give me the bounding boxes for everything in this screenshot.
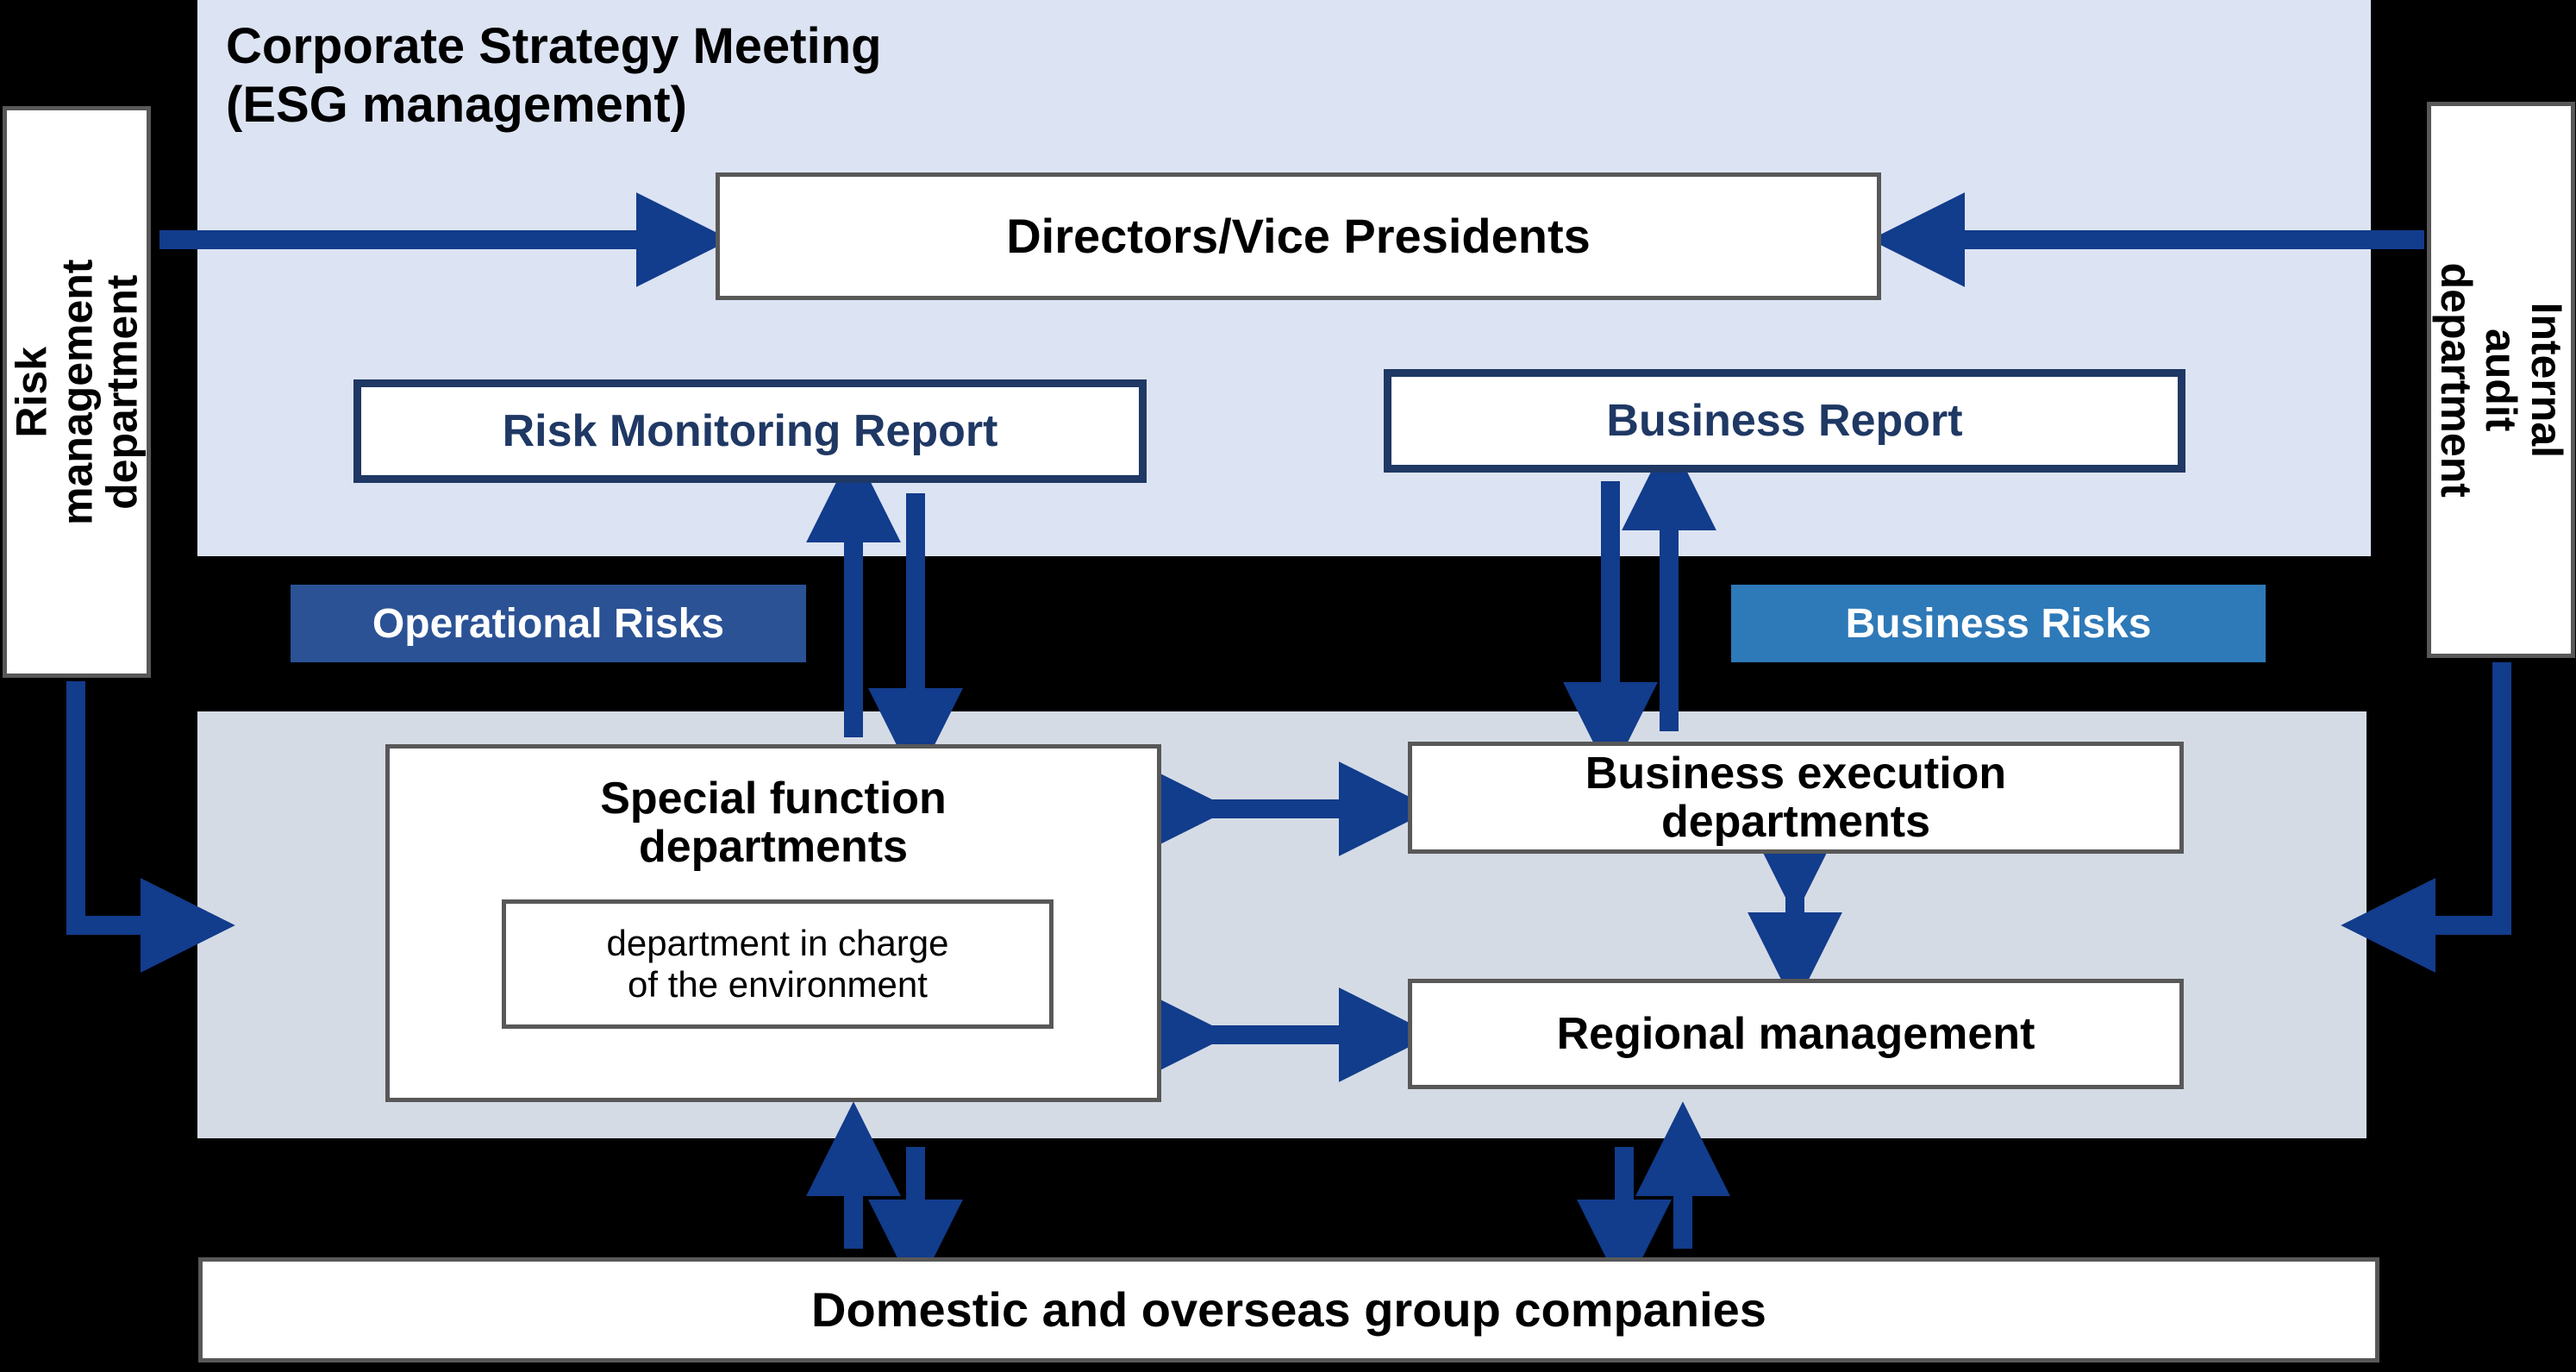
box-internal-audit-department[interactable]: Internal audit department — [2427, 102, 2575, 658]
arrow-audit-to-execution — [2341, 662, 2511, 973]
page-title: Corporate Strategy Meeting (ESG manageme… — [226, 18, 882, 134]
box-environment-department[interactable]: department in charge of the environment — [502, 899, 1054, 1029]
special-function-departments-label: Special function departments — [600, 774, 947, 873]
box-risk-management-department[interactable]: Risk management department — [3, 106, 151, 678]
box-regional-management[interactable]: Regional management — [1408, 979, 2184, 1089]
box-special-function-departments[interactable]: Special function departments department … — [385, 744, 1161, 1102]
arrow-risk-mgmt-to-execution — [66, 681, 235, 973]
internal-audit-department-label: Internal audit department — [2431, 262, 2571, 498]
box-directors-vice-presidents[interactable]: Directors/Vice Presidents — [716, 172, 1881, 300]
risk-management-department-label: Risk management department — [7, 259, 147, 525]
box-business-execution-departments[interactable]: Business execution departments — [1408, 742, 2184, 854]
badge-operational-risks: Operational Risks — [291, 585, 806, 662]
box-domestic-overseas-group-companies[interactable]: Domestic and overseas group companies — [198, 1257, 2379, 1363]
badge-business-risks: Business Risks — [1731, 585, 2266, 662]
box-business-report[interactable]: Business Report — [1384, 369, 2185, 473]
box-risk-monitoring-report[interactable]: Risk Monitoring Report — [353, 379, 1147, 483]
